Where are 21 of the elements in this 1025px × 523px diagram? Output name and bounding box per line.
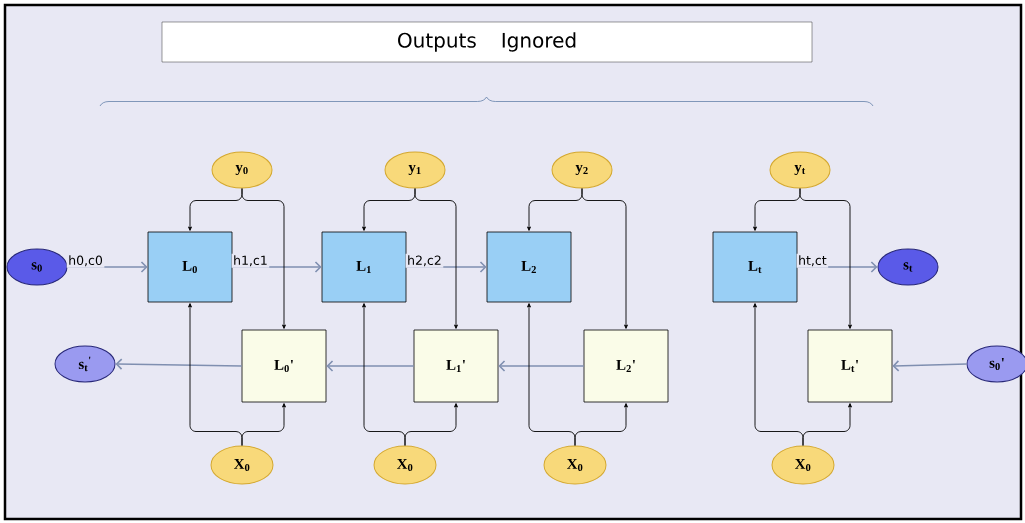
arrow (404, 403, 458, 446)
title-box: Outputs Ignored (161, 21, 813, 63)
backward-cell: L$_{0}$' (241, 329, 327, 403)
arrow (799, 188, 852, 329)
backward-cell: L$_{2}$' (583, 329, 669, 403)
arrow (115, 358, 243, 370)
forward-cell: L$_{1}$ (321, 231, 407, 303)
arrow (574, 403, 628, 446)
arrow (581, 188, 628, 329)
arrow (802, 403, 852, 446)
forward-cell: L$_{t}$ (712, 231, 798, 303)
arrow (414, 188, 458, 329)
backward-cell: L$_{1}$' (413, 329, 499, 403)
forward-cell: L$_{2}$ (486, 231, 572, 303)
arrow (241, 403, 286, 446)
forward-cell: L$_{0}$ (147, 231, 233, 303)
arrow (892, 360, 968, 372)
arrow (498, 360, 585, 372)
backward-cell: L$_{t}$' (807, 329, 893, 403)
arrow (241, 188, 286, 329)
arrow (326, 360, 415, 372)
